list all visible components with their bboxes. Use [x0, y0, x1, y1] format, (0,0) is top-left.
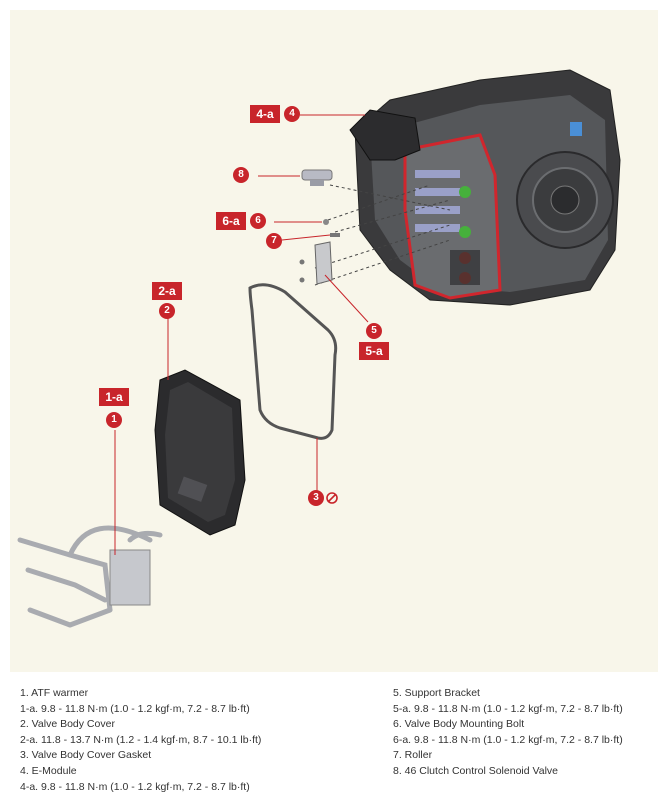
transaxle-assembly — [314, 69, 621, 306]
legend-item: 1. ATF warmer — [20, 687, 89, 699]
callout-1a-tag: 1-a — [99, 388, 129, 406]
legend-item: 8. 46 Clutch Control Solenoid Valve — [393, 764, 558, 777]
legend-item: 3. Valve Body Cover Gasket — [20, 749, 152, 762]
legend-item: 2-a. 11.8 - 13.7 N·m (1.2 - 1.4 kgf·m, 8… — [20, 733, 262, 746]
callout-7-number: 7 — [266, 233, 282, 249]
legend-left-column: 1. ATF warmer 1-a. 9.8 - 11.8 N·m (1.0 -… — [20, 686, 261, 795]
callout-4a-tag: 4-a — [250, 105, 280, 123]
callout-6a-tag: 6-a — [216, 212, 246, 230]
legend-item: 1-a. 9.8 - 11.8 N·m (1.0 - 1.2 kgf·m, 7.… — [20, 702, 250, 715]
solenoid-valve — [301, 169, 333, 186]
callout-4-number: 4 — [284, 106, 300, 122]
valve-body-cover — [154, 369, 246, 536]
legend-item: 4. E-Module — [20, 764, 77, 777]
legend-item: 5-a. 9.8 - 11.8 N·m (1.0 - 1.2 kgf·m, 7.… — [393, 702, 623, 715]
atf-warmer — [17, 525, 163, 628]
parts-legend: 1. ATF warmer 1-a. 9.8 - 11.8 N·m (1.0 -… — [10, 680, 658, 800]
diagram-artwork — [17, 69, 621, 628]
legend-right-column: 5. Support Bracket 5-a. 9.8 - 11.8 N·m (… — [393, 686, 623, 780]
callout-1-number: 1 — [106, 412, 122, 428]
prohibited-icon — [326, 492, 338, 504]
callout-6-number: 6 — [250, 213, 266, 229]
legend-item: 6. Valve Body Mounting Bolt — [393, 718, 525, 731]
roller — [330, 233, 340, 237]
callout-5a-tag: 5-a — [359, 342, 389, 360]
exploded-diagram: 4-a 4 8 6-a 6 7 2-a 2 5 5-a 1-a 1 3 — [10, 10, 658, 672]
atf-warmer-core — [109, 549, 151, 606]
callout-2a-tag: 2-a — [152, 282, 182, 300]
callout-2-number: 2 — [159, 303, 175, 319]
support-bracket — [314, 241, 333, 285]
callout-5-number: 5 — [366, 323, 382, 339]
legend-item: 5. Support Bracket — [393, 687, 480, 699]
legend-item: 6-a. 9.8 - 11.8 N·m (1.0 - 1.2 kgf·m, 7.… — [393, 733, 623, 746]
mounting-bolt — [323, 219, 329, 225]
callout-3-number: 3 — [308, 490, 324, 506]
legend-item: 2. Valve Body Cover — [20, 718, 115, 731]
legend-item: 7. Roller — [393, 749, 433, 762]
legend-item: 4-a. 9.8 - 11.8 N·m (1.0 - 1.2 kgf·m, 7.… — [20, 780, 250, 793]
callout-8-number: 8 — [233, 167, 249, 183]
valve-body-cover-gasket — [248, 283, 338, 440]
